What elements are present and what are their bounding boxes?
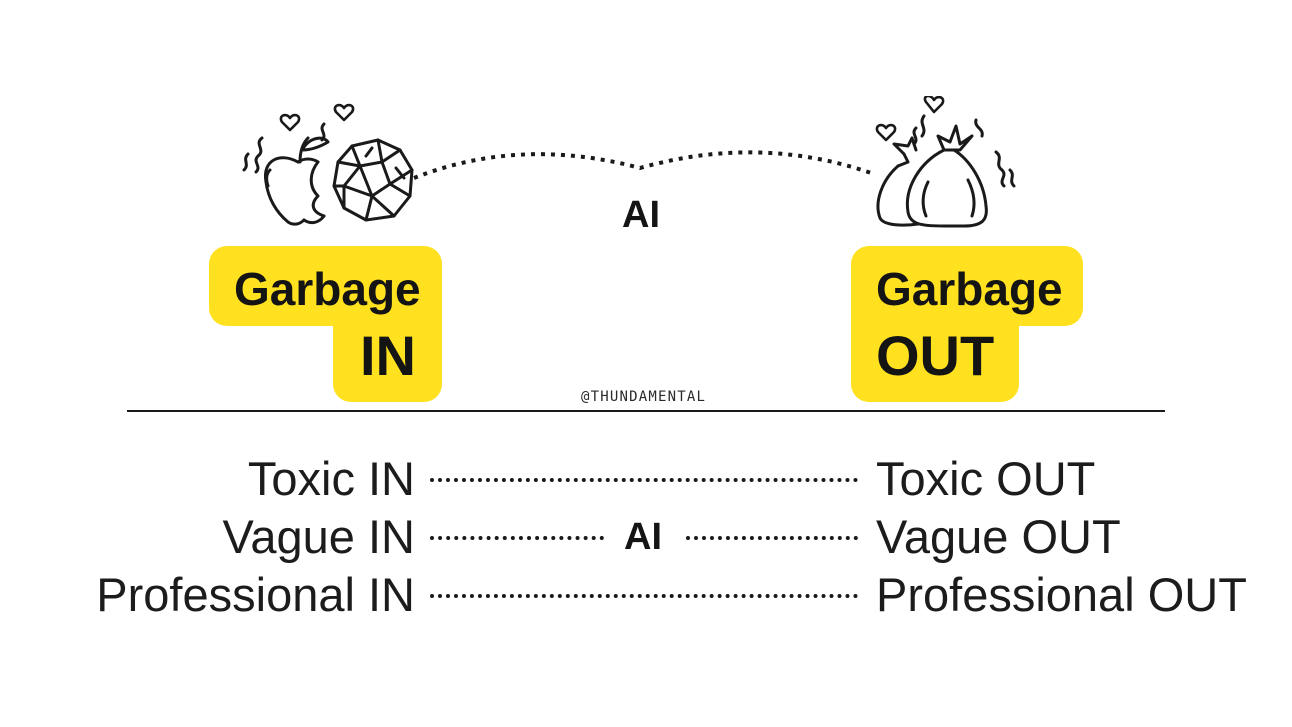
input-trash-icons xyxy=(242,103,414,226)
garbage-out-line1: Garbage xyxy=(876,263,1063,315)
row-dotted-connector-vague-right xyxy=(686,536,858,540)
watermark-handle: @THUNDAMENTAL xyxy=(581,389,707,405)
row-output-vague: Vague OUT xyxy=(876,510,1121,563)
dotted-arc-connector xyxy=(413,150,875,180)
row-output-toxic: Toxic OUT xyxy=(876,452,1096,505)
row-input-vague: Vague IN xyxy=(222,510,415,563)
section-divider xyxy=(127,410,1165,412)
garbage-in-line2: IN xyxy=(360,324,416,387)
row-dotted-connector-vague-left xyxy=(430,536,604,540)
row-dotted-connector-professional xyxy=(430,594,858,598)
crumpled-paper-icon xyxy=(332,138,414,222)
row-input-toxic: Toxic IN xyxy=(247,452,415,505)
smell-lines-left-icon xyxy=(242,103,355,174)
smell-lines-right-icon xyxy=(875,96,1016,188)
top-ai-label: AI xyxy=(622,194,660,236)
rows-ai-label: AI xyxy=(624,516,662,558)
garbage-in-line1: Garbage xyxy=(234,263,421,315)
output-garbage-icons xyxy=(875,96,1016,228)
row-input-professional: Professional IN xyxy=(96,568,415,621)
garbage-out-badge: Garbage OUT xyxy=(851,246,1083,402)
garbage-bags-icon xyxy=(876,124,988,228)
garbage-in-badge: Garbage IN xyxy=(209,246,442,402)
garbage-out-line2: OUT xyxy=(876,324,995,387)
apple-core-icon xyxy=(263,136,330,226)
row-output-professional: Professional OUT xyxy=(876,568,1247,621)
row-dotted-connector-toxic xyxy=(430,478,858,482)
